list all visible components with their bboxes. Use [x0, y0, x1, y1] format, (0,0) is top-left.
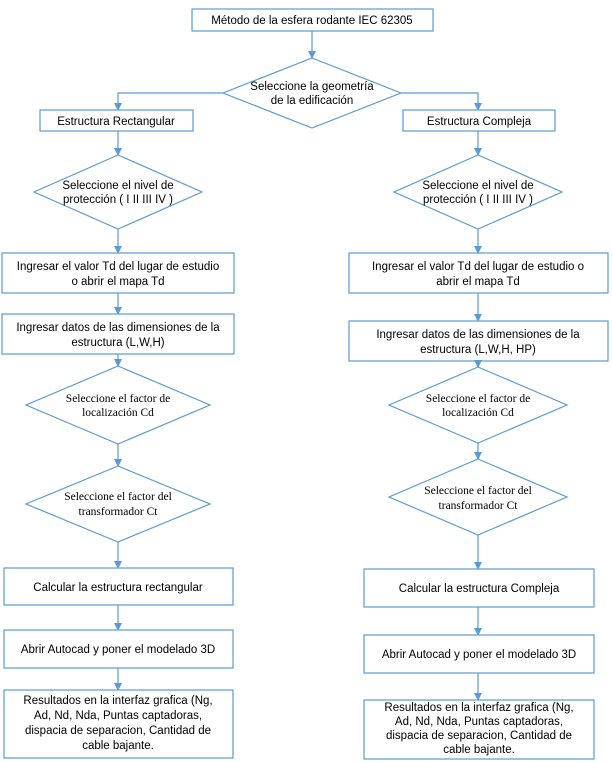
right-results-box [363, 699, 595, 760]
left-nivel-line-1: Seleccione el nivel de [62, 180, 173, 192]
left-nivel-line-2: protección ( I II III IV ) [63, 194, 173, 206]
right-ct-line-1: Seleccione el factor del [424, 485, 532, 497]
left-results-box [3, 689, 234, 759]
left-dims-line-1: Ingresar datos de las dimensiones de la [16, 322, 220, 334]
left-cd-decision [24, 365, 212, 445]
geometry-line-2: de la edificación [271, 95, 353, 107]
left-calc-label: Calcular la estructura rectangular [33, 582, 203, 594]
left-td-line-2: o abrir el mapa Td [71, 276, 164, 288]
left-nivel-decision [32, 154, 204, 230]
right-dims-line-1: Ingresar datos de las dimensiones de la [376, 329, 580, 341]
right-dims-line-2: estructura (L,W,H, HP) [420, 344, 536, 356]
left-results-line-2: Ad, Nd, Nda, Puntas captadoras, [34, 710, 202, 722]
right-branch-box [402, 109, 556, 132]
left-td-box [1, 252, 235, 294]
left-results-line-3: dispacia de separacion, Cantidad de [25, 725, 211, 737]
right-results-line-3: dispacia de separacion, Cantidad de [386, 730, 572, 742]
left-results-line-1: Resultados en la interfaz grafica (Ng, [23, 695, 212, 707]
right-results-line-1: Resultados en la interfaz grafica (Ng, [384, 702, 573, 714]
left-cd-line-1: Seleccione el factor de [66, 393, 170, 405]
right-branch-label: Estructura Compleja [427, 116, 532, 128]
right-dims-box [348, 320, 609, 362]
right-results-line-2: Ad, Nd, Nda, Puntas captadoras, [395, 716, 563, 728]
left-ct-line-2: transformador Ct [79, 506, 159, 518]
geometry-line-1: Seleccione la geometría [250, 81, 374, 93]
left-ct-line-1: Seleccione el factor del [64, 491, 172, 503]
right-calc-box [363, 568, 595, 608]
right-autocad-box [363, 634, 595, 674]
right-results-line-4: cable bajante. [443, 744, 515, 756]
left-autocad-label: Abrir Autocad y poner el modelado 3D [21, 644, 215, 656]
left-td-line-1: Ingresar el valor Td del lugar de estudi… [17, 261, 219, 273]
left-results-line-4: cable bajante. [82, 740, 154, 752]
right-cd-line-2: localización Cd [442, 407, 514, 419]
left-cd-line-2: localización Cd [82, 407, 154, 419]
right-ct-decision [387, 458, 569, 536]
arrow-geometry-left [114, 92, 223, 111]
geometry-decision [221, 57, 403, 129]
right-td-line-2: abrir el mapa Td [436, 276, 520, 288]
right-ct-line-2: transformador Ct [439, 500, 519, 512]
right-nivel-decision [392, 154, 564, 230]
left-branch-box [39, 109, 194, 132]
title-text: Método de la esfera rodante IEC 62305 [211, 15, 412, 27]
left-ct-decision [24, 465, 212, 543]
right-nivel-line-2: protección ( I II III IV ) [423, 194, 533, 206]
left-branch-label: Estructura Rectangular [57, 116, 175, 128]
right-nivel-line-1: Seleccione el nivel de [422, 180, 533, 192]
left-autocad-box [3, 629, 234, 669]
left-calc-box [3, 567, 234, 606]
right-autocad-label: Abrir Autocad y poner el modelado 3D [382, 649, 576, 661]
left-dims-line-2: estructura (L,W,H) [71, 337, 164, 349]
right-cd-decision [387, 366, 569, 444]
right-td-line-1: Ingresar el valor Td del lugar de estudi… [372, 261, 584, 273]
right-cd-line-1: Seleccione el factor de [426, 393, 530, 405]
left-dims-box [1, 313, 235, 355]
arrow-geometry-right [401, 92, 482, 111]
right-calc-label: Calcular la estructura Compleja [399, 583, 560, 595]
